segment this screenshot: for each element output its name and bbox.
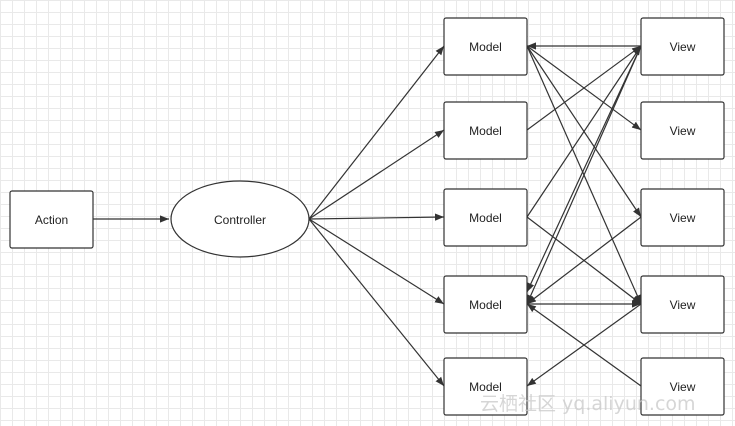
controller-label: Controller: [214, 213, 266, 227]
view-label: View: [670, 380, 696, 394]
edge-arrow: [526, 45, 642, 218]
edge-arrow: [308, 213, 445, 221]
controller-node: Controller: [170, 180, 310, 258]
edge-arrow: [308, 218, 445, 387]
view-node: View: [640, 188, 725, 247]
edges: [93, 42, 642, 387]
edge-arrow: [526, 45, 642, 131]
watermark: 云栖社区 yq.aliyun.com: [480, 393, 696, 415]
view-label: View: [670, 211, 696, 225]
edge-arrow: [526, 216, 642, 305]
model-label: Model: [469, 298, 502, 312]
edge-arrow: [526, 303, 642, 387]
view-label: View: [670, 298, 696, 312]
model-label: Model: [469, 124, 502, 138]
edge-arrow: [526, 45, 642, 293]
model-node: Model: [443, 188, 528, 247]
model-node: Model: [443, 357, 528, 416]
edge-arrow: [308, 129, 445, 220]
view-node: View: [640, 17, 725, 76]
model-node: Model: [443, 275, 528, 334]
view-label: View: [670, 40, 696, 54]
model-label: Model: [469, 40, 502, 54]
action-label: Action: [35, 213, 68, 227]
edge-arrow: [308, 45, 445, 220]
view-node: View: [640, 101, 725, 160]
view-node: View: [640, 357, 725, 416]
action-node: Action: [9, 190, 94, 249]
view-node: View: [640, 275, 725, 334]
edge-arrow: [526, 45, 642, 305]
edge-arrow: [308, 218, 445, 305]
model-node: Model: [443, 101, 528, 160]
model-label: Model: [469, 380, 502, 394]
view-label: View: [670, 124, 696, 138]
model-node: Model: [443, 17, 528, 76]
model-label: Model: [469, 211, 502, 225]
